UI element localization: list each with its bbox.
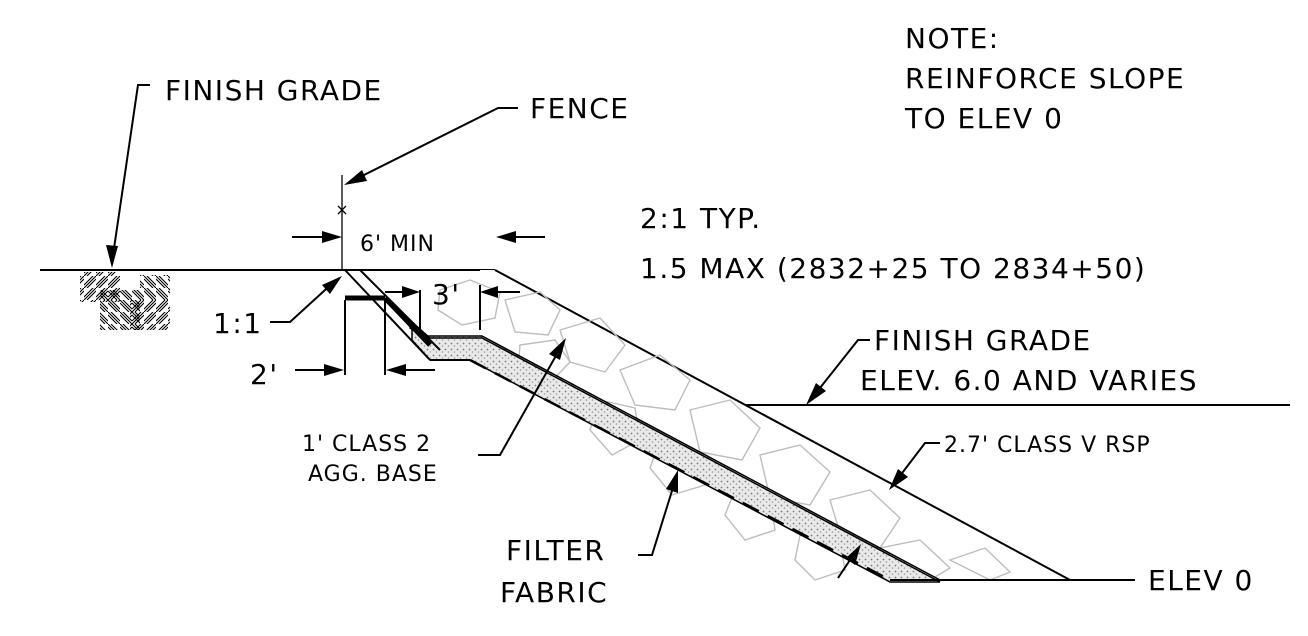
filter-label-2: FABRIC — [500, 576, 608, 609]
rsp-thickness-tick — [837, 544, 861, 579]
three-ft-dimension — [385, 285, 520, 330]
finish-grade-right-label-1: FINISH GRADE — [874, 324, 1092, 357]
elev-0-label: ELEV 0 — [1148, 564, 1254, 597]
slope-typ-label: 2:1 TYP. — [640, 202, 762, 235]
agg-base-label-1: 1' CLASS 2 — [302, 432, 431, 457]
agg-base-label-2: AGG. BASE — [308, 462, 438, 487]
agg-base-leader — [478, 338, 566, 456]
finish-grade-right-leader — [806, 339, 870, 405]
rsp-label: 2.7' CLASS V RSP — [944, 433, 1151, 458]
soil-hatch-symbol — [80, 272, 170, 330]
six-min-label: 6' MIN — [360, 232, 435, 257]
finish-grade-right-label-2: ELEV. 6.0 AND VARIES — [860, 364, 1198, 397]
fence-leader — [344, 107, 518, 185]
key-trench — [344, 269, 1120, 581]
note-line-1: NOTE: — [905, 22, 1000, 55]
two-ft-label: 2' — [250, 358, 279, 391]
note-line-2: REINFORCE SLOPE — [905, 62, 1185, 95]
one-to-one-label: 1:1 — [213, 307, 263, 340]
rsp-leader — [889, 442, 940, 490]
one-to-one-leader — [270, 276, 342, 323]
finish-grade-left-label: FINISH GRADE — [165, 74, 383, 107]
filter-fabric-line — [469, 358, 891, 582]
fence-post — [337, 175, 347, 270]
fence-label: FENCE — [530, 92, 629, 125]
aggregate-base-layer — [409, 320, 941, 583]
finish-grade-left-leader — [106, 84, 150, 268]
slope-max-label: 1.5 MAX (2832+25 TO 2834+50) — [640, 252, 1146, 285]
three-ft-label: 3' — [432, 278, 461, 311]
note-line-3: TO ELEV 0 — [904, 102, 1063, 135]
filter-fabric-leader — [638, 470, 678, 556]
filter-label-1: FILTER — [506, 534, 605, 567]
two-ft-dimension — [295, 300, 435, 376]
six-min-dimension — [292, 231, 545, 243]
